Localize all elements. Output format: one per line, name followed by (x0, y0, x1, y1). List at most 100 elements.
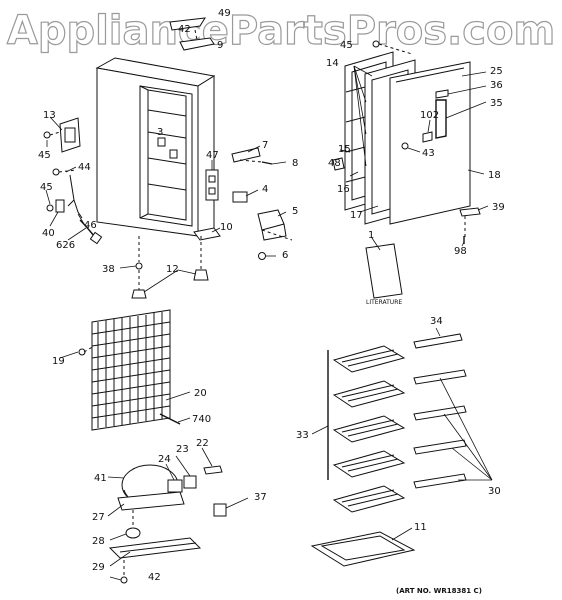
callout-19: 19 (52, 356, 65, 367)
callout-18: 18 (488, 170, 501, 181)
callout-49: 49 (218, 8, 231, 19)
part-7-light-socket[interactable] (231, 147, 261, 163)
part-34-shelf-trim[interactable] (413, 333, 463, 349)
callout-45: 45 (40, 182, 53, 193)
watermark: AppliancePartsPros.com (6, 7, 556, 54)
callout-23: 23 (176, 444, 189, 455)
callout-740: 740 (192, 414, 211, 425)
part-47-switch-bracket[interactable] (205, 169, 219, 201)
callout-45: 45 (340, 40, 353, 51)
callout-labels: 49 42 9 13 45 3 44 45 40 46 626 47 7 8 4… (38, 8, 505, 595)
part-36-handle-cap[interactable] (435, 89, 449, 99)
part-8-screw[interactable] (239, 159, 273, 165)
callout-20: 20 (194, 388, 207, 399)
part-40-clip[interactable] (55, 199, 65, 213)
part-35-door-handle[interactable] (435, 99, 447, 139)
part-19-screw[interactable] (78, 345, 95, 356)
part-29-base-plate[interactable] (108, 537, 202, 559)
callout-47: 47 (206, 150, 219, 161)
part-43-shelf-clip[interactable] (401, 142, 409, 150)
callout-38: 38 (102, 264, 115, 275)
literature-label: LITERATURE (366, 299, 402, 306)
callout-14: 14 (326, 58, 339, 69)
callout-1: 1 (368, 230, 374, 241)
callout-22: 22 (196, 438, 209, 449)
callout-5: 5 (292, 206, 298, 217)
callout-15: 15 (338, 144, 351, 155)
part-626-power-cord[interactable] (79, 219, 103, 245)
part-22-cover[interactable] (203, 465, 223, 475)
part-13-thermostat[interactable] (59, 117, 81, 153)
part-28-grommet[interactable] (125, 510, 141, 539)
part-15-screw[interactable] (339, 149, 351, 153)
part-42-screw-b[interactable] (120, 560, 128, 584)
callout-3: 3 (157, 127, 163, 138)
part-4-switch[interactable] (232, 191, 248, 203)
part-48-cam[interactable] (332, 157, 345, 171)
part-45-screw-a[interactable] (43, 131, 61, 139)
callout-42: 42 (148, 572, 161, 583)
callout-12: 12 (166, 264, 179, 275)
callout-30: 30 (488, 486, 501, 497)
part-11-bottom-tray[interactable] (310, 531, 416, 567)
part-37-capacitor[interactable] (213, 503, 227, 517)
callout-7: 7 (262, 140, 268, 151)
part-49-hinge-cover[interactable] (169, 17, 206, 31)
part-9-top-hinge[interactable] (179, 29, 215, 51)
callout-9: 9 (217, 40, 223, 51)
part-6-screw[interactable] (258, 252, 266, 260)
callout-24: 24 (158, 454, 171, 465)
part-12-foot[interactable] (193, 236, 209, 281)
callout-6: 6 (282, 250, 288, 261)
callout-16: 16 (337, 184, 350, 195)
part-38-leveling-leg[interactable] (131, 236, 147, 299)
art-number: (ART NO. WR18381 C) (396, 587, 482, 595)
callout-28: 28 (92, 536, 105, 547)
part-45-screw-c[interactable] (372, 40, 413, 55)
callout-43: 43 (422, 148, 435, 159)
callout-13: 13 (43, 110, 56, 121)
callout-98: 98 (454, 246, 467, 257)
leader-lines (45, 65, 493, 581)
part-3-cabinet[interactable] (95, 57, 216, 237)
part-102-door-stop[interactable] (422, 131, 433, 143)
callout-8: 8 (292, 158, 298, 169)
callout-42: 42 (178, 24, 191, 35)
callout-37: 37 (254, 492, 267, 503)
callout-33: 33 (296, 430, 309, 441)
part-30-shelf-trims[interactable] (413, 369, 467, 489)
part-23-overload[interactable] (183, 475, 197, 489)
callout-41: 41 (94, 473, 107, 484)
part-27-compressor[interactable] (117, 464, 185, 511)
callout-29: 29 (92, 562, 105, 573)
callout-35: 35 (490, 98, 503, 109)
part-46-wire-harness[interactable] (67, 174, 83, 219)
callout-102: 102 (420, 110, 439, 121)
callout-10: 10 (220, 222, 233, 233)
callout-34: 34 (430, 316, 443, 327)
callout-40: 40 (42, 228, 55, 239)
callout-39: 39 (492, 202, 505, 213)
part-33-evaporator[interactable] (327, 345, 406, 513)
callout-25: 25 (490, 66, 503, 77)
part-24-relay[interactable] (167, 479, 183, 493)
callout-11: 11 (414, 522, 427, 533)
part-18-outer-door[interactable] (389, 61, 471, 225)
part-1-literature[interactable] (365, 243, 403, 299)
part-45-screw-b[interactable] (46, 204, 54, 212)
callout-45: 45 (38, 150, 51, 161)
part-740-drier[interactable] (159, 413, 181, 425)
part-39-bottom-hinge[interactable] (459, 207, 481, 240)
callout-17: 17 (350, 210, 363, 221)
callout-44: 44 (78, 162, 91, 173)
callout-36: 36 (490, 80, 503, 91)
callout-27: 27 (92, 512, 105, 523)
callout-4: 4 (262, 184, 268, 195)
callout-48: 48 (328, 158, 341, 169)
part-20-condenser[interactable] (91, 309, 171, 431)
part-5-relay-box[interactable] (257, 209, 293, 241)
part-44-screw[interactable] (52, 168, 77, 176)
callout-626: 626 (56, 240, 75, 251)
callout-46: 46 (84, 220, 97, 231)
